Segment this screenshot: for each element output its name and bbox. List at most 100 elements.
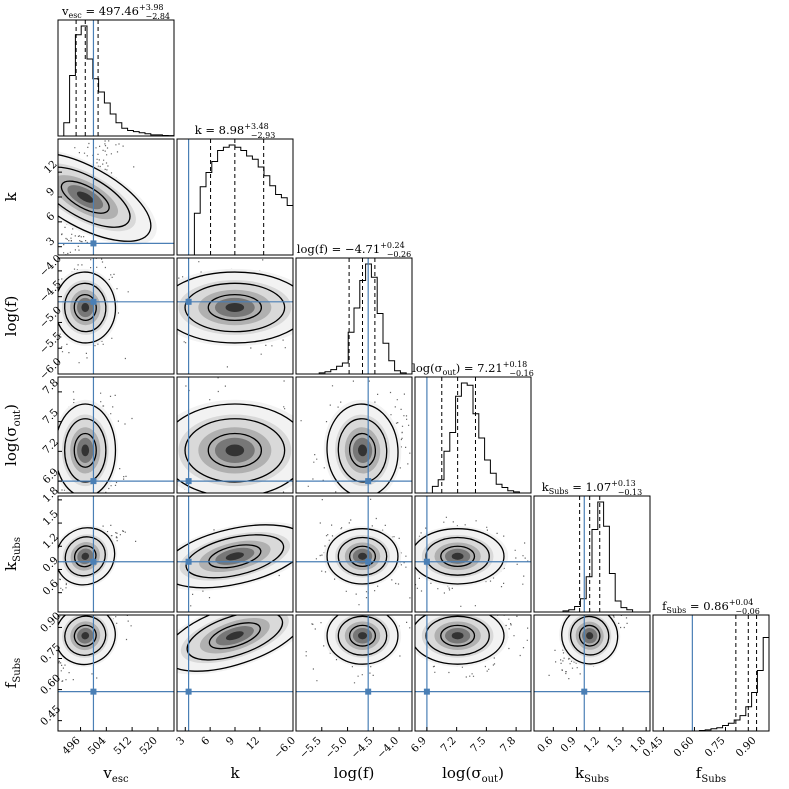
histogram-fsubs — [653, 637, 769, 731]
density-level — [586, 632, 594, 640]
truth-marker — [365, 558, 372, 565]
hist-panel-logsig: log(σout) = 7.21+0.18−0.16 — [412, 360, 534, 494]
panel-title-ksubs: kSubs = 1.07+0.13−0.13 — [542, 479, 642, 497]
y-tick-label: 6 — [44, 210, 57, 223]
y-axis-label-fsubs: fSubs — [2, 658, 23, 688]
density-level — [451, 552, 464, 560]
y-axis-label-k: k — [2, 192, 20, 202]
panel-frame — [414, 614, 532, 732]
density-level — [225, 552, 244, 561]
contour-line — [58, 166, 131, 228]
x-axis-label-logf: log(f) — [334, 764, 375, 782]
x-axis-label-logsig: log(σout) — [442, 764, 504, 785]
panel-frame — [57, 19, 175, 137]
density-level — [81, 632, 90, 640]
contour-line — [64, 536, 106, 577]
panel-frame — [57, 614, 175, 732]
panel-content — [58, 615, 174, 731]
density-level — [225, 631, 244, 641]
x-tick-label: 12 — [244, 735, 262, 753]
contour-line — [64, 418, 107, 483]
scatter-panel-k-vs-logf — [176, 257, 294, 375]
contour-line — [184, 282, 286, 333]
panel-title-logf: log(f) = −4.71+0.24−0.26 — [297, 241, 411, 259]
truth-marker — [365, 478, 372, 485]
x-tick-label: 1.5 — [605, 735, 625, 755]
hist-panel-ksubs: kSubs = 1.07+0.13−0.13 — [533, 479, 651, 613]
hist-panel-logf: log(f) = −4.71+0.24−0.26 — [295, 241, 413, 375]
panel-title-vesc: vesc = 497.46+3.98−2.84 — [61, 3, 170, 21]
y-tick-label: −4.0 — [37, 253, 64, 280]
contour-line — [177, 615, 293, 672]
contour-line — [177, 524, 293, 589]
panel-frame — [533, 495, 651, 613]
panel-frame — [295, 257, 413, 375]
panel-title-k: k = 8.98+3.48−2.93 — [195, 122, 276, 140]
hist-panel-fsubs: fSubs = 0.86+0.04−0.06 — [652, 598, 770, 732]
x-axis-label-fsubs: fSubs — [696, 764, 726, 785]
y-axis-label-logsig: log(σout) — [2, 404, 23, 466]
scatter-panel-logf-vs-fsubs — [295, 614, 413, 732]
x-tick-label: −4.0 — [375, 735, 402, 762]
panel-content — [534, 615, 650, 731]
contour-line — [425, 536, 490, 576]
contour-line — [58, 527, 116, 586]
scatter-panel-vesc-vs-k — [57, 138, 175, 256]
x-tick-label: 520 — [137, 735, 160, 758]
panel-frame — [176, 138, 294, 256]
panel-frame — [295, 376, 413, 494]
truth-marker — [185, 558, 192, 565]
x-tick-label: 3 — [174, 735, 187, 748]
scatter-panel-k-vs-logsig — [176, 376, 294, 494]
scatter-panel-logf-vs-logsig — [295, 376, 413, 494]
contour-line — [425, 615, 490, 656]
contour-line — [337, 418, 388, 483]
panel-content — [58, 496, 174, 612]
contour-line — [64, 615, 107, 656]
contour-line — [569, 615, 610, 656]
x-tick-label: 0.45 — [640, 735, 665, 760]
density-level — [357, 552, 368, 560]
density-level — [225, 444, 245, 457]
contour-line — [326, 403, 399, 493]
histogram-vesc — [58, 25, 174, 136]
truth-marker — [90, 298, 97, 305]
x-tick-label: −4.5 — [349, 735, 376, 762]
x-tick-label: 0.60 — [672, 735, 697, 760]
y-axis-label-ksubs: kSubs — [2, 537, 23, 571]
density-level — [81, 444, 90, 457]
contour-line — [73, 624, 97, 647]
contour-line — [58, 615, 116, 666]
scatter-panel-k-vs-ksubs — [176, 495, 294, 613]
contour-line — [73, 432, 97, 468]
density-level — [225, 302, 245, 313]
x-tick-label: 504 — [86, 734, 109, 757]
density-level — [81, 302, 90, 313]
panel-title-fsubs: fSubs = 0.86+0.04−0.06 — [662, 598, 760, 616]
y-tick-label: 3 — [44, 235, 57, 248]
truth-marker — [90, 558, 97, 565]
x-axis-label-ksubs: kSubs — [575, 764, 609, 785]
contour-line — [207, 432, 263, 468]
x-tick-label: 7.5 — [468, 735, 488, 755]
truth-marker — [90, 478, 97, 485]
x-tick-label: −5.0 — [323, 735, 350, 762]
x-tick-label: 6.9 — [409, 735, 429, 755]
density-level — [76, 191, 94, 203]
scatter-panel-logf-vs-ksubs — [295, 495, 413, 613]
contour-line — [348, 624, 377, 647]
scatter-panel-ksubs-vs-fsubs — [533, 614, 651, 732]
contour-line — [578, 624, 601, 647]
density-level — [81, 552, 89, 560]
contour-line — [185, 534, 285, 579]
panel-content — [296, 496, 412, 612]
x-tick-label: 496 — [60, 734, 83, 757]
x-tick-label: 0.75 — [703, 735, 728, 760]
panel-frame — [57, 495, 175, 613]
contour-line — [326, 528, 399, 585]
